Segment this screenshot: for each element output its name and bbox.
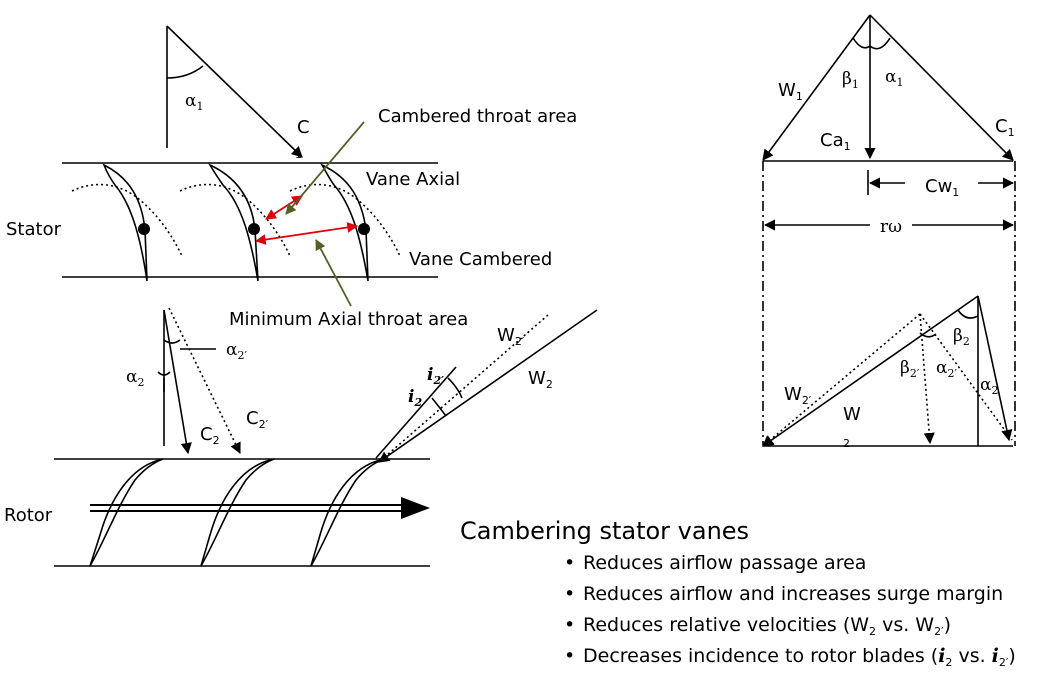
bullet-2-text: Reduces airflow and increases surge marg…	[583, 583, 1003, 605]
rotation-arrow-head	[401, 497, 430, 519]
w1-arrow	[762, 14, 871, 161]
w2pr-label: W2′	[784, 384, 812, 407]
alpha2p-arc	[163, 339, 181, 344]
w2r-label: W	[843, 404, 861, 425]
ca1-label: Ca1	[820, 130, 851, 153]
beta2-label: β2	[953, 326, 970, 348]
beta2p-arc	[919, 332, 937, 338]
cambered-throat-callout	[285, 121, 365, 215]
w2-label: W2	[528, 368, 553, 391]
bullet-4-symbol: •	[564, 645, 575, 667]
stator-vane-2	[179, 163, 291, 282]
inlet-velocity-triangle: W1 β1 α1 Ca1 C1 Cw1 rω	[762, 14, 1016, 446]
rotor-blade-1	[89, 458, 164, 567]
exit-velocity-triangle: β2 β2′ α2′ α2 W2′ W 2	[762, 295, 1013, 450]
summary-heading: Cambering stator vanes	[460, 517, 749, 545]
alpha2-label: α2	[126, 367, 144, 389]
c2r-arrow	[977, 295, 1013, 442]
alpha1r-label: α1	[885, 67, 903, 89]
beta2p-label: β2′	[900, 358, 920, 380]
cw1-label: Cw1	[925, 176, 959, 199]
cambered-throat-label: Cambered throat area	[378, 106, 577, 127]
inlet-velocity-arrow	[166, 25, 303, 158]
vane-axial-label: Vane Axial	[366, 169, 460, 190]
w2r-arrow	[762, 295, 979, 447]
bullet-2-symbol: •	[564, 583, 575, 605]
cambered-throat-arrow	[265, 195, 303, 220]
w1-label: W1	[778, 80, 803, 103]
beta1-label: β1	[842, 69, 859, 91]
i2p-label: i2′	[427, 365, 444, 387]
w2p-line	[385, 314, 549, 457]
c-label: C	[297, 117, 310, 138]
stator-label: Stator	[6, 219, 62, 240]
ca2p-arrow	[919, 313, 935, 445]
rotor-label: Rotor	[4, 505, 53, 526]
c1-arrow	[869, 14, 1014, 161]
bullet-1-symbol: •	[564, 552, 575, 574]
alpha2r-label: α2	[980, 375, 998, 397]
alpha1-arc	[166, 65, 204, 79]
stator-vane-1	[71, 163, 183, 282]
c-subscript: 1	[295, 148, 302, 161]
alpha1r-arc	[869, 37, 891, 50]
rotor-blade-3	[310, 458, 385, 567]
c2pr-line	[919, 313, 1013, 441]
alpha2pr-label: α2′	[936, 358, 957, 380]
c2-label: C2	[200, 424, 220, 447]
i2p-arc	[447, 377, 463, 399]
rw-label: rω	[880, 217, 902, 237]
rotor-section: α2′ α2 C2 C2′ W2′ W2 i2′ i2 Rotor	[4, 307, 598, 567]
vane-cambered-label: Vane Cambered	[409, 249, 552, 270]
w2r-subscript: 2	[843, 437, 850, 450]
i2-arc	[431, 397, 447, 417]
bullet-3-symbol: •	[564, 614, 575, 636]
beta1-arc	[852, 37, 871, 49]
stator-section: α1 C 1 Stator Cambered throat area	[6, 25, 577, 330]
c2p-arrow	[168, 307, 241, 455]
c2-arrow	[163, 309, 192, 455]
bullet-4-text: Decreases incidence to rotor blades (i2 …	[583, 645, 1016, 669]
bullet-1-text: Reduces airflow passage area	[583, 552, 866, 574]
alpha2-arc	[157, 371, 171, 376]
summary-block: Cambering stator vanes • Reduces airflow…	[460, 517, 1016, 669]
min-axial-throat-label: Minimum Axial throat area	[229, 309, 468, 330]
bullet-3-text: Reduces relative velocities (W2 vs. W2′)	[583, 614, 951, 638]
blade-inlet-angle-line	[375, 366, 457, 459]
w2-arrow	[378, 309, 598, 463]
c1-label: C1	[995, 116, 1015, 139]
axial-throat-callout	[315, 239, 352, 307]
alpha1-label: α1	[185, 91, 203, 113]
stator-vane-2-pivot	[248, 223, 260, 235]
stator-vane-1-pivot	[138, 223, 150, 235]
c2p-label: C2′	[246, 408, 269, 431]
alpha2p-label: α2′	[226, 340, 247, 362]
rotor-blade-2	[200, 458, 275, 567]
w2pr-arrow	[762, 313, 921, 447]
i2-label: i2	[408, 387, 422, 409]
w2p-label: W2′	[497, 325, 525, 348]
axial-throat-arrow	[254, 222, 359, 245]
stator-vane-3-pivot	[358, 223, 370, 235]
beta2-arc	[957, 309, 979, 319]
